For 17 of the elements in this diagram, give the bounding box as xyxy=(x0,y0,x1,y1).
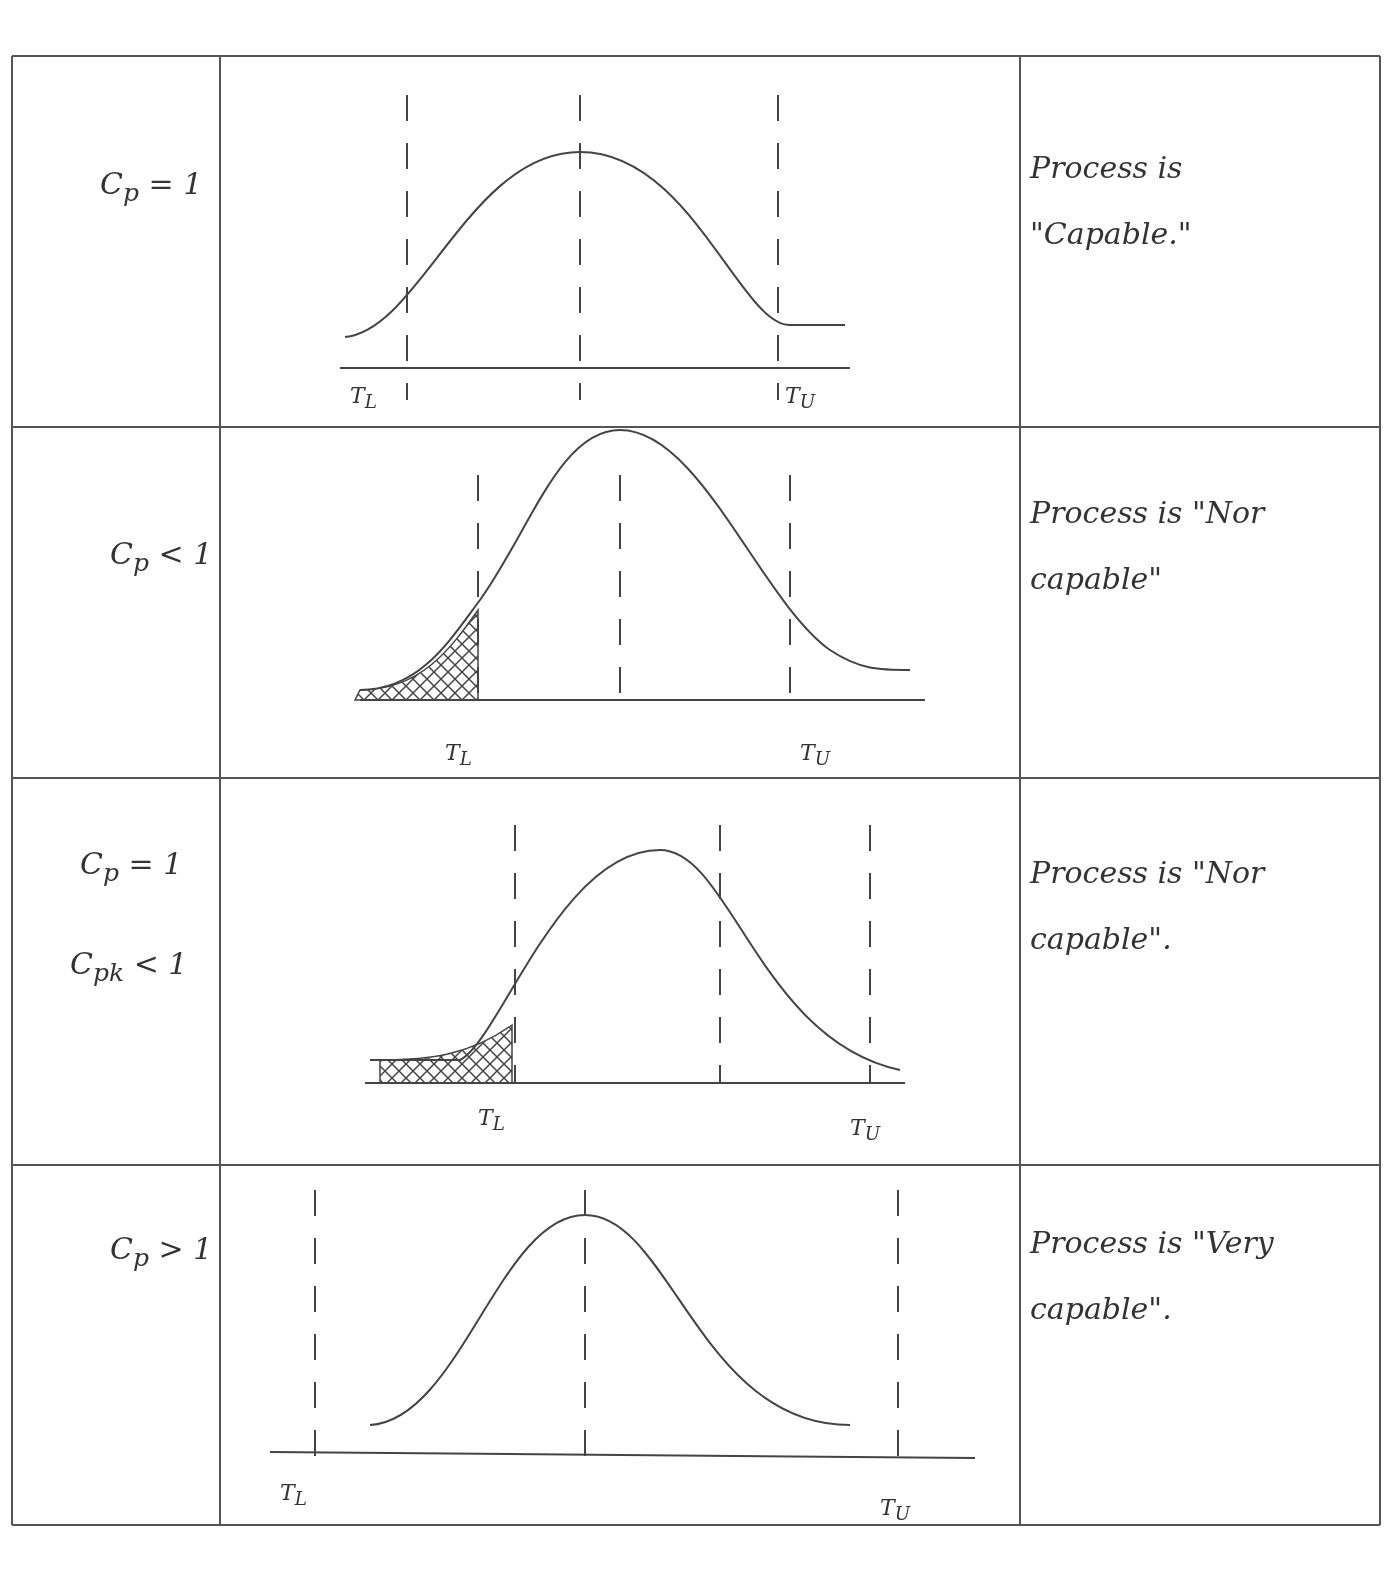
axis-label: T$_{L}$ xyxy=(350,382,377,415)
description-text: Process is "Nor capable". xyxy=(1030,854,1267,958)
axis-label: T$_{U}$ xyxy=(800,739,831,772)
description-text: Process is "Very capable". xyxy=(1030,1224,1275,1328)
row-label: C$_{p}$ < 1 xyxy=(110,535,213,579)
axis-label: T$_{L}$ xyxy=(478,1104,505,1137)
axis-label: T$_{L}$ xyxy=(445,739,472,772)
row-label: C$_{pk}$ < 1 xyxy=(70,945,188,989)
axis-label: T$_{L}$ xyxy=(280,1479,307,1512)
description-text: Process is "Capable." xyxy=(1030,149,1193,253)
axis-label: T$_{U}$ xyxy=(850,1114,881,1147)
row-label: C$_{p}$ > 1 xyxy=(110,1230,213,1274)
description-text: Process is "Nor capable" xyxy=(1030,494,1267,598)
row-label: C$_{p}$ = 1 xyxy=(80,845,183,889)
row-label: C$_{p}$ = 1 xyxy=(100,165,203,209)
axis-label: T$_{U}$ xyxy=(785,382,816,415)
axis-label: T$_{U}$ xyxy=(880,1494,911,1527)
